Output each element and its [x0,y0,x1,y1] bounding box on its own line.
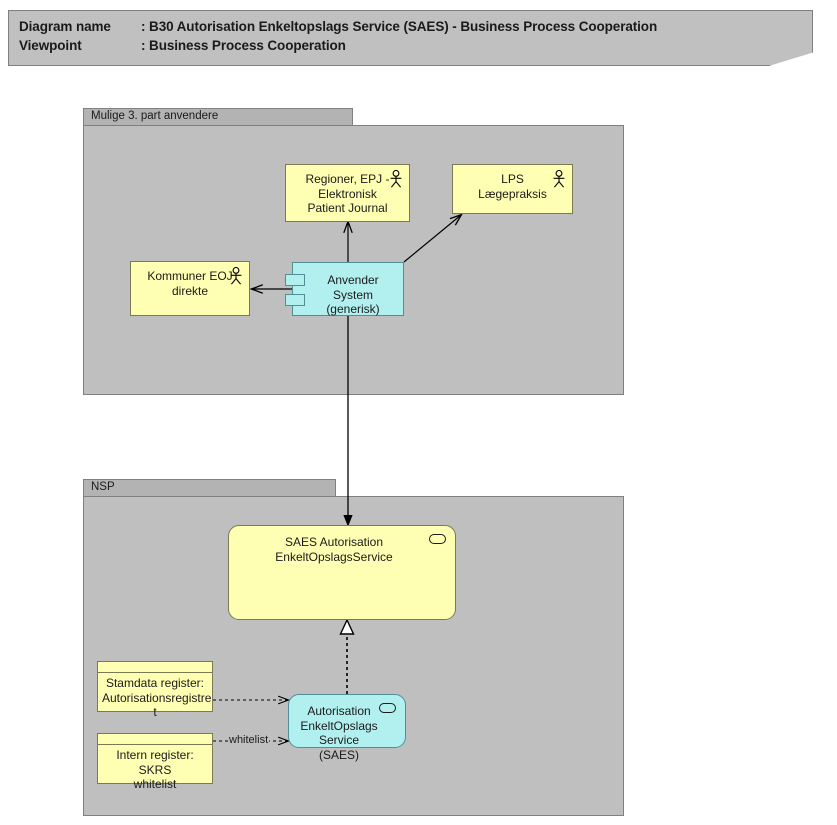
node-intern-register[interactable]: Intern register: SKRS whitelist [97,733,213,791]
actor-icon [230,267,242,285]
node-autorisation-enkeltopslags-service-label: Autorisation EnkeltOpslags Service (SAES… [300,704,378,762]
component-tab-upper-icon [285,274,305,286]
diagram-name-separator: : [141,19,150,34]
object-header-strip [98,734,212,745]
group-nsp-tab: NSP [83,479,336,496]
group-nsp-label: NSP [91,481,115,493]
diagram-title-banner: Diagram name: B30 Autorisation Enkeltops… [8,10,813,66]
viewpoint-separator: : [141,38,150,53]
node-lps-laegepraksis[interactable]: LPS Lægepraksis [452,164,573,214]
node-regioner-epj[interactable]: Regioner, EPJ - Elektronisk Patient Jour… [285,164,410,222]
object-header-strip [98,662,212,673]
diagram-name-label: Diagram name [19,19,111,34]
node-anvender-system[interactable]: Anvender System (generisk) [285,262,404,316]
service-oval-icon [379,703,396,713]
node-kommuner-eoj-label: Kommuner EOJ direkte [147,269,233,298]
service-oval-icon [429,534,446,544]
diagram-name-line: Diagram name: B30 Autorisation Enkeltops… [19,19,657,34]
node-lps-laegepraksis-label: LPS Lægepraksis [478,172,547,201]
node-saes-autorisation-service[interactable]: SAES Autorisation EnkeltOpslagsService [228,525,456,620]
node-stamdata-register-label: Stamdata register: Autorisationsregistre… [102,676,212,719]
node-stamdata-register[interactable]: Stamdata register: Autorisationsregistre… [97,661,213,719]
node-kommuner-eoj[interactable]: Kommuner EOJ direkte [130,261,250,316]
group-third-party-users-label: Mulige 3. part anvendere [91,110,219,122]
node-regioner-epj-label: Regioner, EPJ - Elektronisk Patient Jour… [305,172,390,215]
component-tab-lower-icon [285,294,305,306]
diagram-name-value: B30 Autorisation Enkeltopslags Service (… [149,19,658,34]
node-intern-register-label: Intern register: SKRS whitelist [116,748,194,791]
actor-icon [390,170,402,188]
viewpoint-label: Viewpoint [19,38,82,53]
viewpoint-value: Business Process Cooperation [149,38,346,53]
edge-label-whitelist: whitelist [228,734,270,746]
actor-icon [553,170,565,188]
node-saes-autorisation-service-label: SAES Autorisation EnkeltOpslagsService [275,535,393,564]
viewpoint-line: Viewpoint: Business Process Cooperation [19,38,346,53]
group-third-party-users-tab: Mulige 3. part anvendere [83,108,353,125]
group-third-party-users[interactable]: Mulige 3. part anvendere [83,108,624,395]
node-anvender-system-label: Anvender System (generisk) [326,273,380,316]
node-autorisation-enkeltopslags-service[interactable]: Autorisation EnkeltOpslags Service (SAES… [288,694,406,762]
